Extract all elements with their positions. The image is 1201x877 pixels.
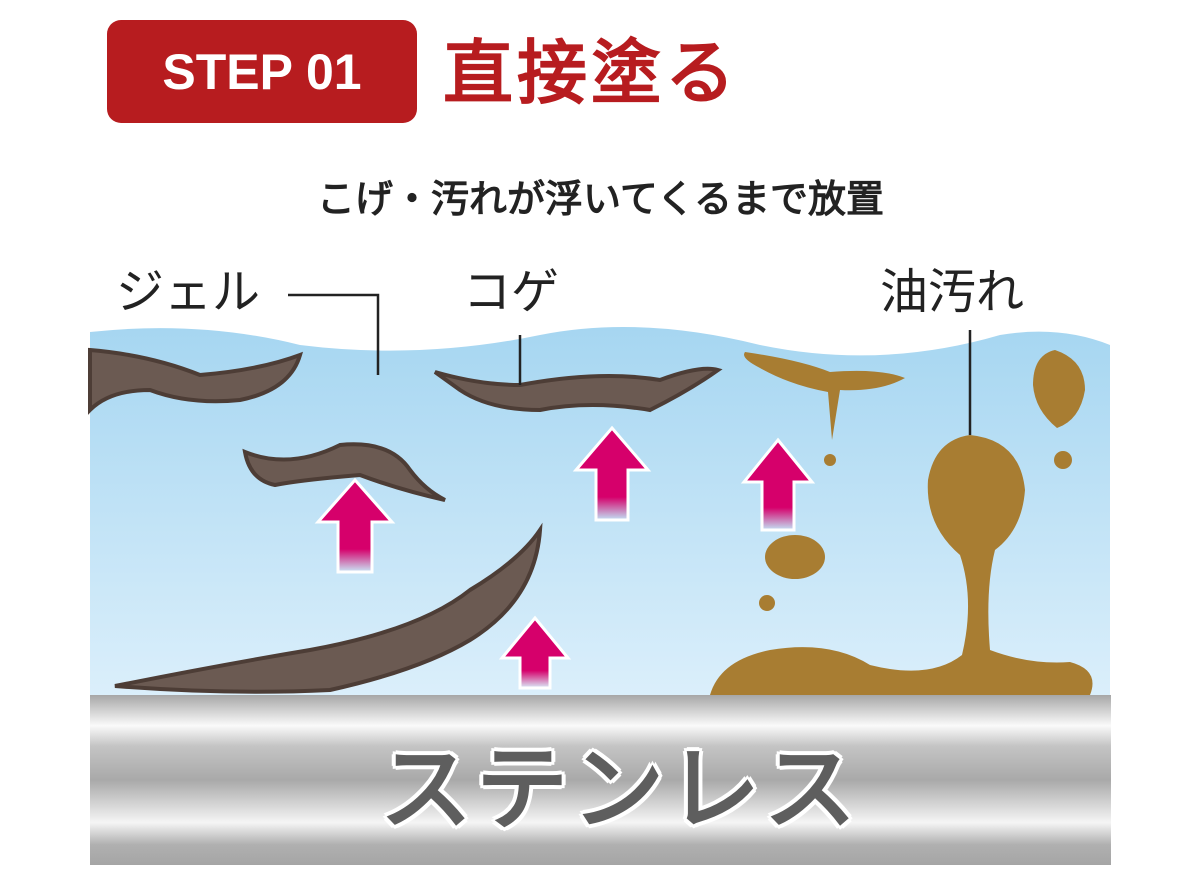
scorch-pieces	[88, 347, 723, 694]
up-arrows	[314, 425, 816, 690]
up-arrow-icon	[572, 425, 652, 522]
label-gel: ジェル	[116, 264, 261, 320]
step-title: 直接塗る	[443, 32, 739, 114]
step-badge: STEP 01	[107, 20, 417, 123]
oil-blobs	[710, 350, 1093, 695]
label-scorch: コゲ	[463, 264, 560, 320]
up-arrow-icon	[740, 437, 816, 532]
stainless-base	[90, 695, 1111, 865]
label-oil: 油汚れ	[880, 264, 1025, 320]
stainless-label: ステンレス	[380, 736, 861, 843]
up-arrow-icon	[314, 477, 396, 574]
subtitle: こげ・汚れが浮いてくるまで放置	[317, 177, 884, 221]
up-arrow-icon	[498, 615, 572, 690]
leader-lines	[288, 293, 972, 435]
